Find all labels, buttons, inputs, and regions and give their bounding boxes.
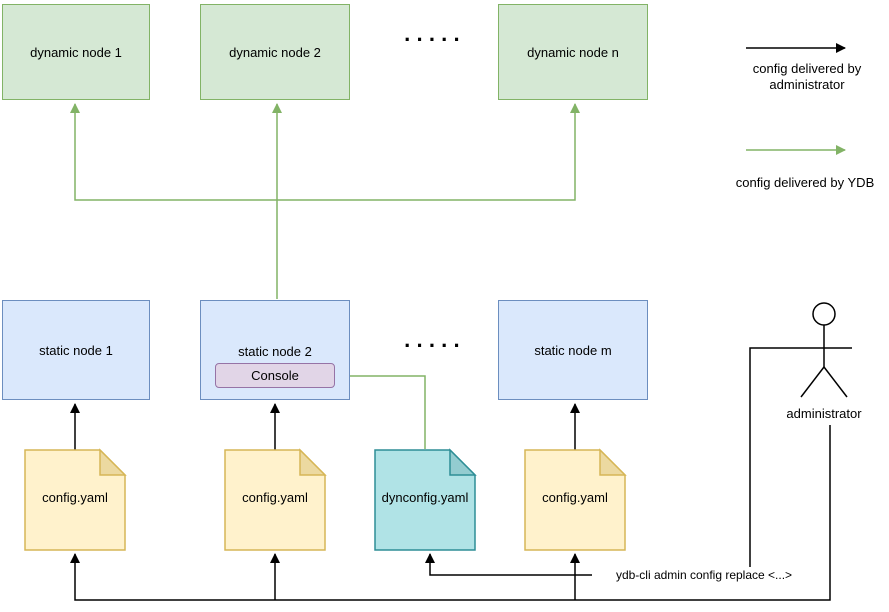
arrow-static2-to-dynamic1 (70, 103, 277, 201)
document-config-yaml-1 (24, 448, 127, 551)
static-node-m-label: static node m (534, 342, 612, 358)
dynconfig-yaml-label: dynconfig.yaml (381, 490, 469, 505)
administrator-leg-left (800, 366, 825, 398)
cli-command-label: ydb-cli admin config replace <...> (592, 567, 816, 583)
static-node-m: static node m (498, 300, 648, 400)
config-yaml-1-label: config.yaml (42, 490, 108, 505)
static-node-1: static node 1 (2, 300, 150, 400)
administrator-leg-right (823, 366, 848, 398)
dynamic-node-n-label: dynamic node n (527, 44, 619, 60)
console-box: Console (215, 363, 335, 388)
legend-admin-label: config delivered by administrator (752, 61, 862, 93)
administrator-figure (796, 302, 852, 398)
dynamic-node-1: dynamic node 1 (2, 4, 150, 100)
administrator-head (812, 302, 836, 326)
arrow-dynconfig-to-console (340, 371, 426, 449)
dynamic-node-n: dynamic node n (498, 4, 648, 100)
document-dynconfig-yaml (374, 448, 477, 551)
dynamic-node-2-label: dynamic node 2 (229, 44, 321, 60)
static-nodes-ellipsis: ····· (404, 333, 466, 358)
legend-ydb-label: config delivered by YDB (735, 175, 875, 190)
document-config-yaml-3 (524, 448, 627, 551)
arrow-admin-to-config1 (70, 425, 831, 601)
dynamic-node-2: dynamic node 2 (200, 4, 350, 100)
administrator-label: administrator (786, 406, 862, 421)
config-yaml-3-label: config.yaml (542, 490, 608, 505)
console-label: Console (251, 368, 299, 383)
static-node-1-label: static node 1 (39, 342, 113, 358)
dynamic-nodes-ellipsis: ····· (404, 27, 466, 52)
document-config-yaml-2 (224, 448, 327, 551)
config-yaml-2-label: config.yaml (242, 490, 308, 505)
arrow-static2-to-dynamicN (277, 103, 580, 201)
dynamic-node-1-label: dynamic node 1 (30, 44, 122, 60)
static-node-2-label: static node 2 (238, 344, 312, 359)
